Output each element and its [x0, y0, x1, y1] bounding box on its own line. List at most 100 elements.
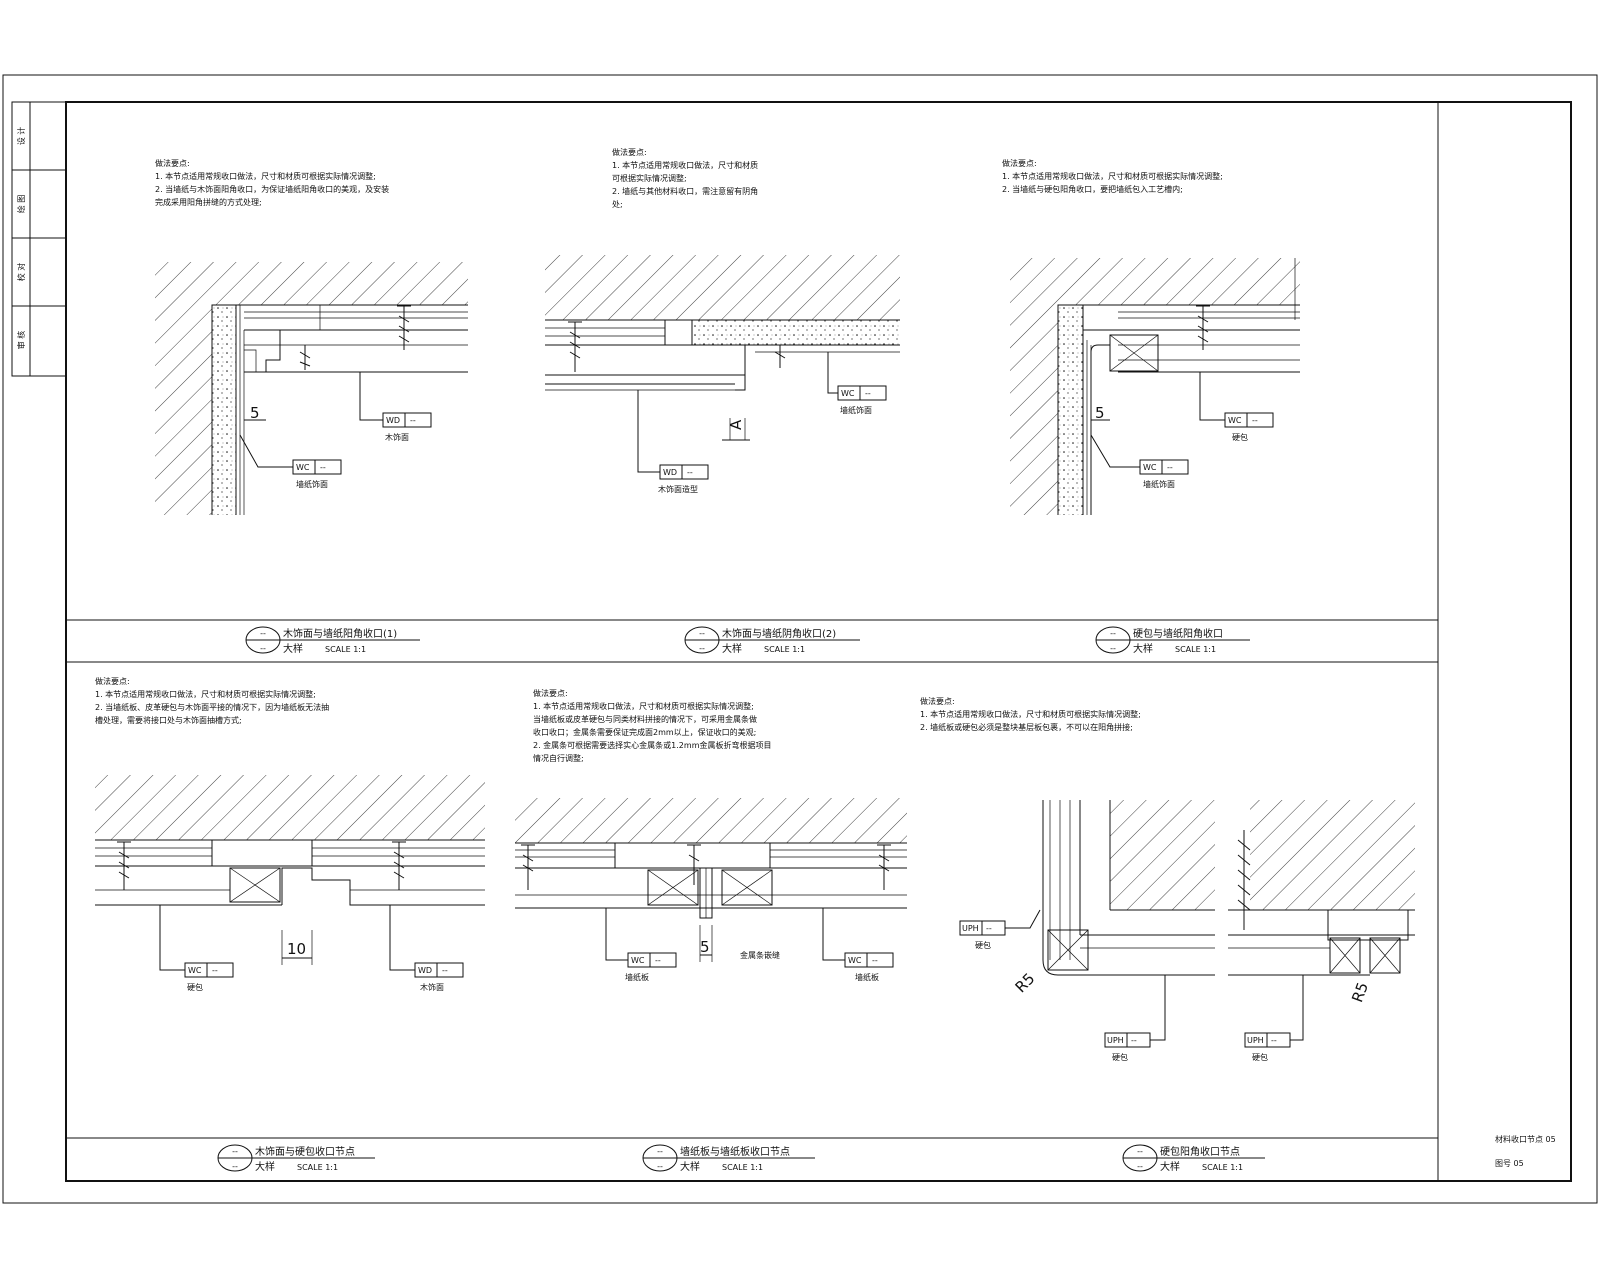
svg-text:木饰面与墙纸阴角收口(2): 木饰面与墙纸阴角收口(2)	[722, 627, 836, 640]
detail-title-3: -- -- 硬包与墙纸阳角收口 大样 SCALE 1:1	[1095, 626, 1250, 655]
svg-text:大样: 大样	[255, 1160, 275, 1173]
sidebar-cell-2: 绘 图	[16, 195, 26, 214]
svg-text:--: --	[699, 629, 705, 638]
svg-text:当墙纸板或皮革硬包与同类材料拼接的情况下，可采用金属条做: 当墙纸板或皮革硬包与同类材料拼接的情况下，可采用金属条做	[533, 714, 757, 724]
svg-text:--: --	[1110, 644, 1116, 653]
svg-text:硬包: 硬包	[1232, 432, 1248, 442]
svg-text:墙纸饰面: 墙纸饰面	[296, 479, 328, 489]
svg-text:大样: 大样	[283, 642, 303, 655]
svg-text:--: --	[657, 1147, 663, 1156]
svg-text:做法要点:: 做法要点:	[612, 147, 647, 157]
notes-5: 做法要点: 1. 本节点适用常规收口做法，尺寸和材质可根据实际情况调整; 当墙纸…	[533, 688, 771, 763]
svg-text:1. 本节点适用常规收口做法，尺寸和材质可根据实际情况调整;: 1. 本节点适用常规收口做法，尺寸和材质可根据实际情况调整;	[95, 689, 316, 699]
svg-text:可根据实际情况调整;: 可根据实际情况调整;	[612, 173, 687, 183]
svg-text:--: --	[260, 629, 266, 638]
svg-text:情况自行调整;: 情况自行调整;	[533, 753, 584, 763]
detail-3-callout-wc: WC -- 墙纸饰面	[1090, 434, 1189, 489]
detail-6-callout-1: UPH -- 硬包	[959, 909, 1041, 950]
detail-4-dim: 10	[287, 940, 306, 958]
svg-text:完成采用阳角拼缝的方式处理;: 完成采用阳角拼缝的方式处理;	[155, 197, 262, 207]
svg-text:1. 本节点适用常规收口做法，尺寸和材质可根据实际情况调整;: 1. 本节点适用常规收口做法，尺寸和材质可根据实际情况调整;	[920, 709, 1141, 719]
detail-6-drawing-left: R5	[1012, 800, 1215, 996]
detail-5-dim: 5	[700, 938, 710, 956]
svg-text:木饰面: 木饰面	[420, 982, 444, 992]
detail-title-6: -- -- 硬包阳角收口节点 大样 SCALE 1:1	[1122, 1144, 1265, 1173]
svg-text:--: --	[1271, 1036, 1277, 1045]
svg-text:1. 本节点适用常规收口做法，尺寸和材质可根据实际情况调整;: 1. 本节点适用常规收口做法，尺寸和材质可根据实际情况调整;	[155, 171, 376, 181]
svg-text:UPH: UPH	[962, 924, 979, 933]
svg-text:SCALE 1:1: SCALE 1:1	[722, 1163, 763, 1172]
svg-text:--: --	[1110, 629, 1116, 638]
svg-text:做法要点:: 做法要点:	[155, 158, 190, 168]
svg-text:SCALE 1:1: SCALE 1:1	[1202, 1163, 1243, 1172]
svg-text:收口收口；金属条需要保证完成面2mm以上，保证收口的美观;: 收口收口；金属条需要保证完成面2mm以上，保证收口的美观;	[533, 727, 756, 737]
svg-text:木饰面: 木饰面	[385, 432, 409, 442]
detail-4-callout-wc: WC -- 硬包	[159, 905, 234, 992]
detail-1-drawing: 5	[155, 262, 468, 515]
detail-3-drawing: 5	[1010, 258, 1300, 515]
outer-frame	[2, 74, 1598, 1204]
svg-text:--: --	[1252, 416, 1258, 425]
sidebar-cell-4: 审 核	[16, 331, 26, 350]
notes-3: 做法要点: 1. 本节点适用常规收口做法，尺寸和材质可根据实际情况调整; 2. …	[1002, 158, 1223, 194]
svg-text:墙纸板与墙纸板收口节点: 墙纸板与墙纸板收口节点	[680, 1145, 790, 1158]
drawing-frame	[65, 101, 1572, 1182]
detail-5-metal-label: 金属条嵌缝	[740, 950, 780, 960]
detail-2-callout-wd: WD -- 木饰面造型	[637, 390, 709, 494]
svg-text:SCALE 1:1: SCALE 1:1	[297, 1163, 338, 1172]
detail-2-drawing: A	[545, 255, 900, 441]
svg-text:大样: 大样	[1133, 642, 1153, 655]
detail-title-5: -- -- 墙纸板与墙纸板收口节点 大样 SCALE 1:1	[642, 1144, 815, 1173]
svg-text:处;: 处;	[612, 199, 623, 209]
detail-4-drawing: 10	[95, 775, 485, 965]
svg-text:--: --	[986, 924, 992, 933]
svg-text:墙纸板: 墙纸板	[625, 972, 649, 982]
svg-text:2. 当墙纸板、皮革硬包与木饰面平接的情况下，因为墙纸板无法: 2. 当墙纸板、皮革硬包与木饰面平接的情况下，因为墙纸板无法抽	[95, 702, 329, 712]
detail-2-dim: A	[727, 419, 745, 430]
svg-text:做法要点:: 做法要点:	[95, 676, 130, 686]
svg-text:--: --	[1131, 1036, 1137, 1045]
svg-text:WC: WC	[188, 966, 202, 975]
svg-text:大样: 大样	[722, 642, 742, 655]
notes-4: 做法要点: 1. 本节点适用常规收口做法，尺寸和材质可根据实际情况调整; 2. …	[95, 676, 329, 725]
svg-text:--: --	[1167, 463, 1173, 472]
svg-text:WD: WD	[418, 966, 432, 975]
svg-text:--: --	[410, 416, 416, 425]
svg-text:SCALE 1:1: SCALE 1:1	[325, 645, 366, 654]
notes-1: 做法要点: 1. 本节点适用常规收口做法，尺寸和材质可根据实际情况调整; 2. …	[155, 158, 389, 207]
detail-6-callout-3: UPH -- 硬包	[1244, 975, 1304, 1062]
detail-1-callout-wd: WD -- 木饰面	[359, 372, 432, 442]
svg-text:--: --	[687, 468, 693, 477]
svg-text:--: --	[320, 463, 326, 472]
sidebar-block: 设 计 绘 图 校 对 审 核	[11, 101, 67, 377]
detail-6-radius-right: R5	[1348, 980, 1372, 1005]
svg-text:大样: 大样	[680, 1160, 700, 1173]
notes-6: 做法要点: 1. 本节点适用常规收口做法，尺寸和材质可根据实际情况调整; 2. …	[920, 696, 1141, 732]
detail-6-drawing-right: R5	[1228, 800, 1415, 1005]
detail-3-callout-hard: WC -- 硬包	[1199, 372, 1274, 442]
svg-text:SCALE 1:1: SCALE 1:1	[1175, 645, 1216, 654]
svg-text:WC: WC	[848, 956, 862, 965]
detail-6-radius-left: R5	[1012, 970, 1039, 997]
svg-text:WC: WC	[1228, 416, 1242, 425]
svg-text:硬包阳角收口节点: 硬包阳角收口节点	[1160, 1145, 1240, 1158]
detail-3-dim: 5	[1095, 404, 1105, 422]
svg-text:木饰面与墙纸阳角收口(1): 木饰面与墙纸阳角收口(1)	[283, 627, 397, 640]
svg-text:WD: WD	[663, 468, 677, 477]
svg-text:2. 墙纸与其他材料收口，需注意留有阴角: 2. 墙纸与其他材料收口，需注意留有阴角	[612, 186, 758, 196]
detail-1-dim: 5	[250, 404, 260, 422]
svg-text:墙纸饰面: 墙纸饰面	[840, 405, 872, 415]
svg-text:--: --	[442, 966, 448, 975]
svg-text:木饰面与硬包收口节点: 木饰面与硬包收口节点	[255, 1145, 355, 1158]
svg-text:--: --	[260, 644, 266, 653]
svg-text:硬包: 硬包	[187, 982, 203, 992]
detail-6-callout-2: UPH -- 硬包	[1104, 975, 1166, 1062]
svg-text:2. 金属条可根据需要选择实心金属条或1.2mm金属板折弯根: 2. 金属条可根据需要选择实心金属条或1.2mm金属板折弯根据项目	[533, 740, 771, 750]
svg-text:墙纸板: 墙纸板	[855, 972, 879, 982]
svg-text:1. 本节点适用常规收口做法，尺寸和材质可根据实际情况调整;: 1. 本节点适用常规收口做法，尺寸和材质可根据实际情况调整;	[1002, 171, 1223, 181]
detail-title-4: -- -- 木饰面与硬包收口节点 大样 SCALE 1:1	[217, 1144, 375, 1173]
detail-5-drawing: 5 金属条嵌缝	[515, 798, 907, 962]
detail-4-callout-wd: WD -- 木饰面	[389, 905, 464, 992]
detail-title-1: -- -- 木饰面与墙纸阳角收口(1) 大样 SCALE 1:1	[245, 626, 420, 655]
